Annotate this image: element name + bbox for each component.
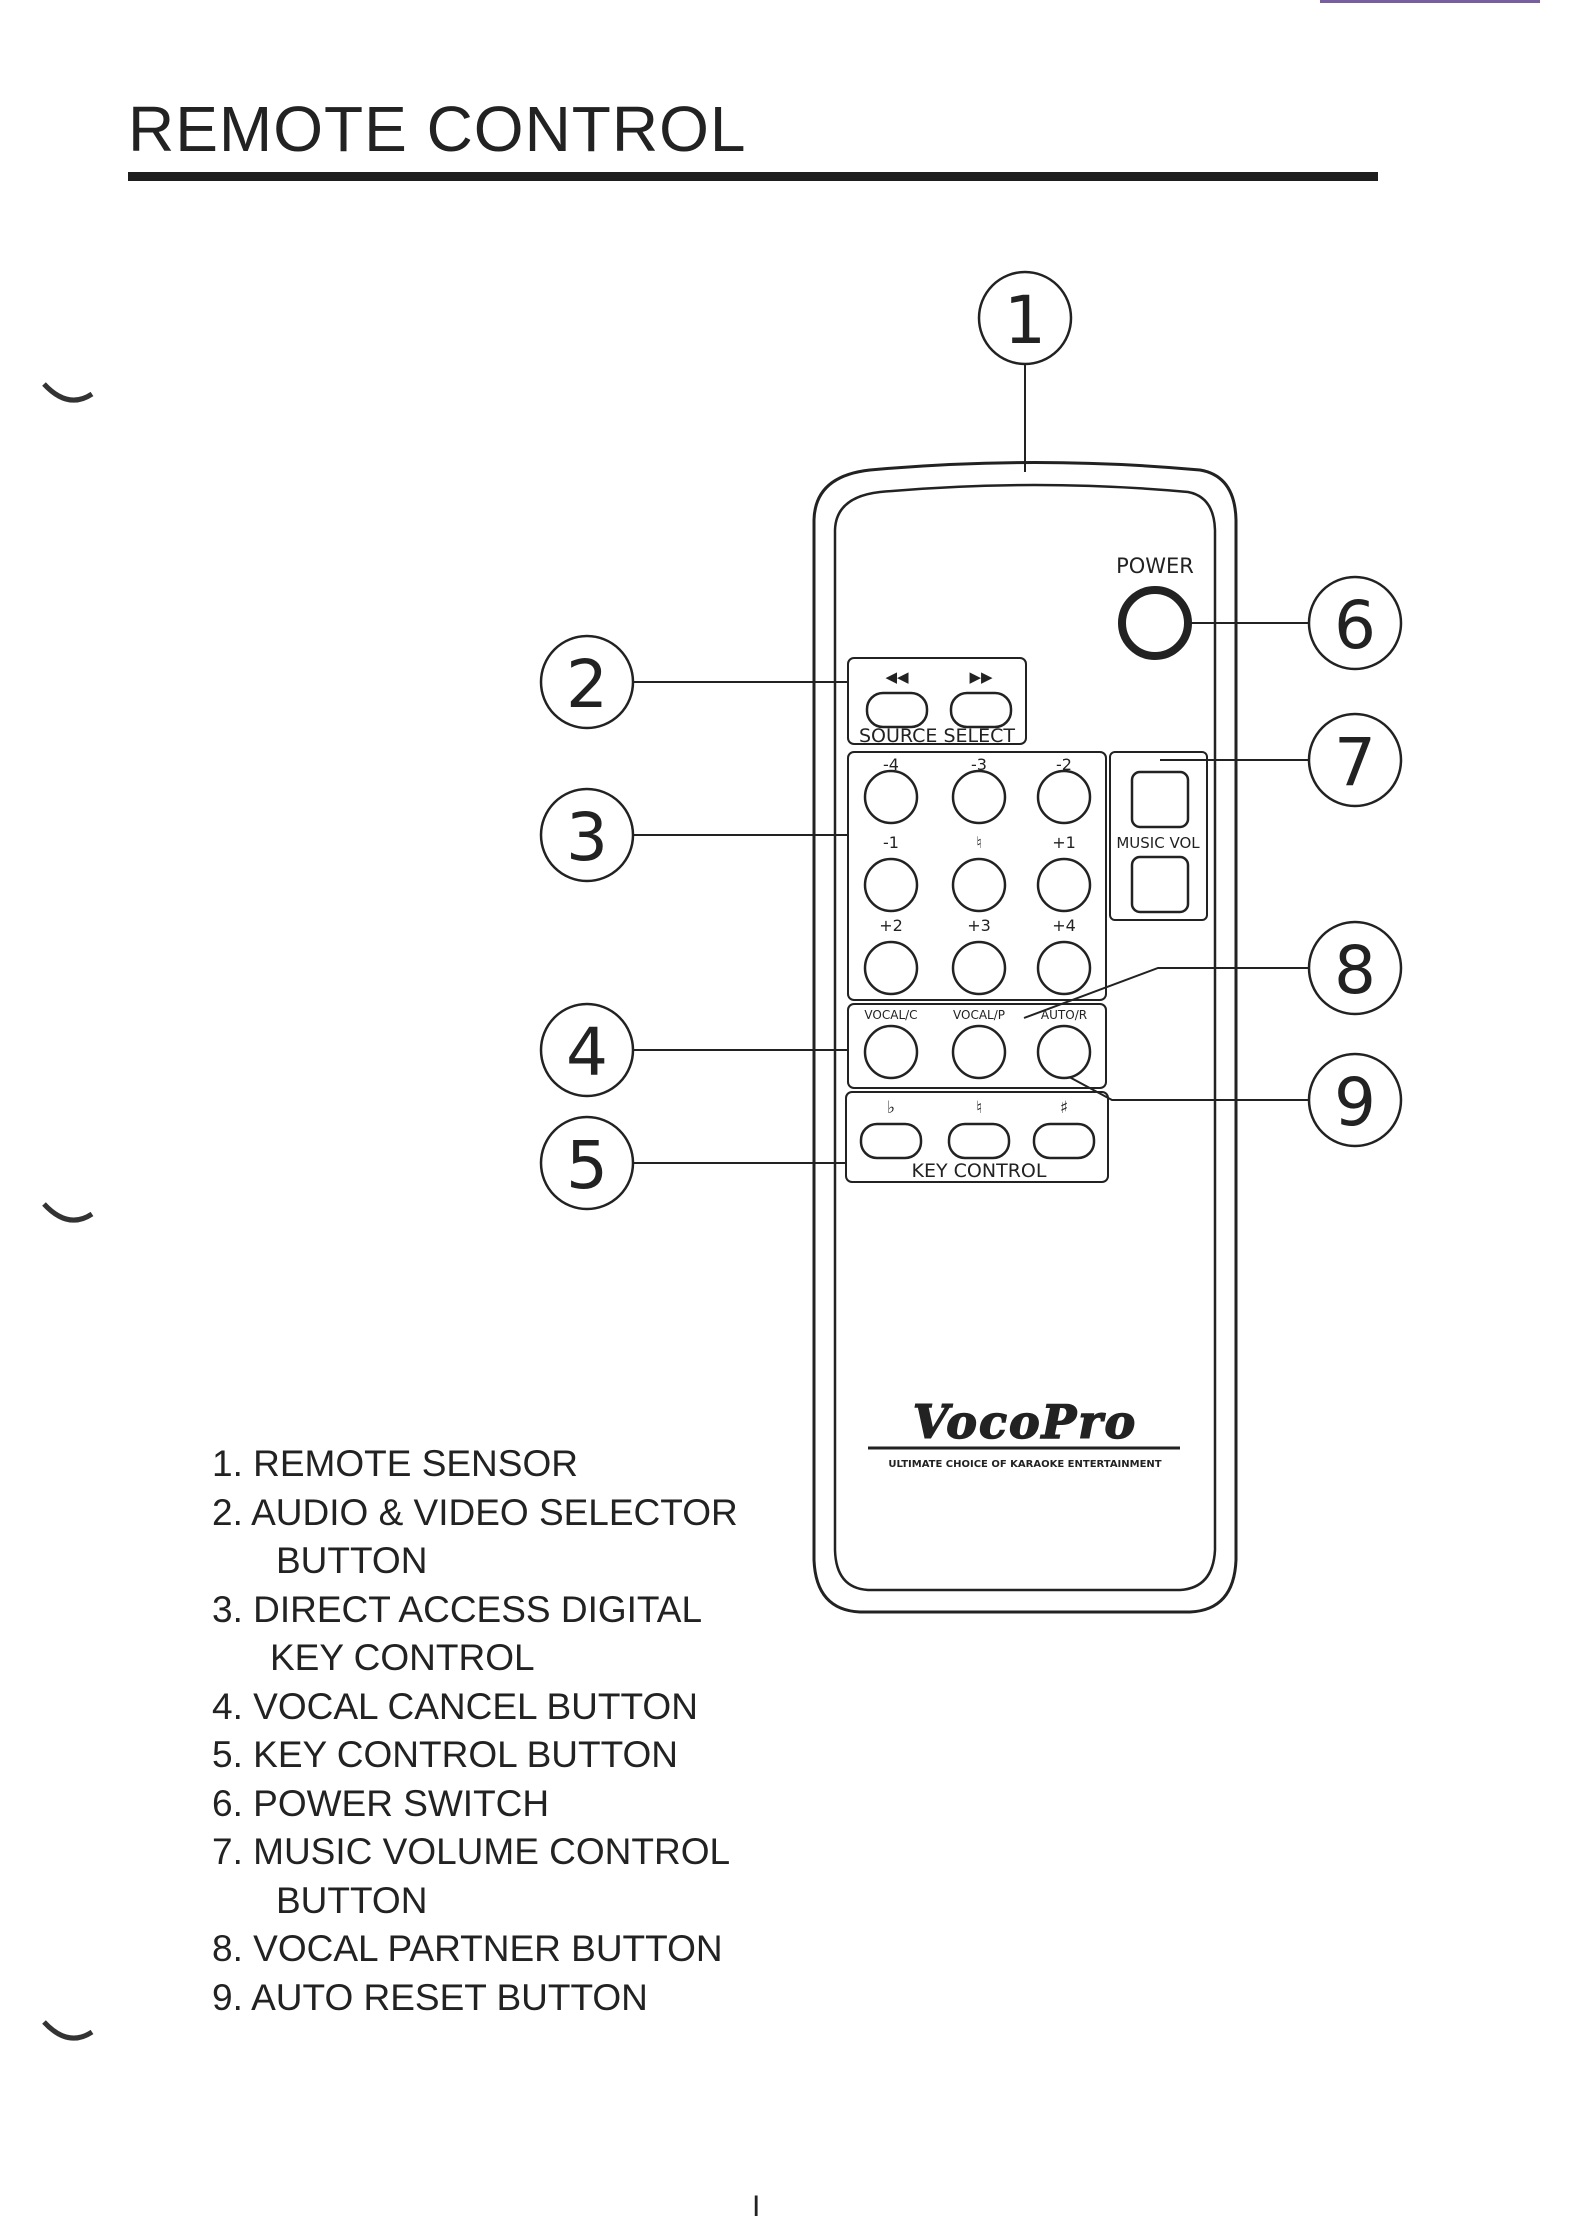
key-button-plus-3[interactable] <box>951 940 1007 996</box>
callout-number: 9 <box>1334 1064 1376 1141</box>
callout-number: 2 <box>566 646 608 723</box>
callout-number: 5 <box>566 1127 608 1204</box>
key-sharp-button[interactable] <box>1032 1122 1096 1160</box>
callout-1: 1 <box>977 270 1073 366</box>
natural-icon: ♮ <box>976 1098 982 1118</box>
page-title: REMOTE CONTROL <box>128 93 747 165</box>
callout-number: 7 <box>1334 724 1376 801</box>
callout-5: 5 <box>539 1115 635 1211</box>
key-control-group: ♭ ♮ ♯ KEY CONTROL <box>845 1091 1109 1183</box>
auto-reset-label: AUTO/R <box>1041 1008 1087 1022</box>
callout-3: 3 <box>539 787 635 883</box>
component-legend: 1. REMOTE SENSOR 2. AUDIO & VIDEO SELECT… <box>212 1440 738 2022</box>
callout-number: 6 <box>1334 587 1376 664</box>
callout-number: 4 <box>566 1014 608 1091</box>
music-volume-group: MUSIC VOL <box>1109 751 1208 921</box>
key-button-minus-1[interactable] <box>863 857 919 913</box>
music-vol-label: MUSIC VOL <box>1116 834 1200 852</box>
rewind-icon: ◀◀ <box>885 668 909 686</box>
source-select-label: SOURCE SELECT <box>859 725 1015 747</box>
legend-item: 7. MUSIC VOLUME CONTROL <box>212 1831 731 1872</box>
punch-mark-icon <box>42 2020 94 2041</box>
legend-item: 6. POWER SWITCH <box>212 1782 550 1824</box>
punch-mark-icon <box>42 1202 94 1223</box>
key-button-minus-3[interactable] <box>951 769 1007 825</box>
legend-item-continuation: KEY CONTROL <box>270 1637 535 1678</box>
key-button-minus-2[interactable] <box>1036 769 1092 825</box>
remote-body <box>812 461 1238 1614</box>
title-rule <box>128 172 1378 181</box>
vocal-cancel-button[interactable] <box>863 1024 919 1080</box>
key-label: +3 <box>967 916 991 935</box>
sharp-icon: ♯ <box>1060 1098 1068 1118</box>
vocal-cancel-label: VOCAL/C <box>864 1008 917 1022</box>
key-button-natural[interactable] <box>951 857 1007 913</box>
fast-forward-icon: ▶▶ <box>969 668 993 686</box>
callout-9: 9 <box>1307 1052 1403 1148</box>
legend-item: 1. REMOTE SENSOR <box>212 1443 578 1484</box>
legend-item-continuation: BUTTON <box>276 1879 428 1921</box>
key-label: -1 <box>883 833 899 852</box>
direct-key-grid: -4 -3 -2 -1 ♮ +1 +2 +3 +4 <box>847 751 1107 1001</box>
vocal-partner-button[interactable] <box>951 1024 1007 1080</box>
legend-item: 3. DIRECT ACCESS DIGITAL <box>212 1588 703 1630</box>
flat-icon: ♭ <box>887 1098 895 1118</box>
key-control-label: KEY CONTROL <box>912 1160 1047 1182</box>
key-flat-button[interactable] <box>859 1122 923 1160</box>
callout-7: 7 <box>1307 712 1403 808</box>
legend-item: 5. KEY CONTROL BUTTON <box>212 1734 679 1775</box>
key-label: -2 <box>1056 755 1072 774</box>
brand-tagline: ULTIMATE CHOICE OF KARAOKE ENTERTAINMENT <box>888 1459 1161 1470</box>
vocal-button-group: VOCAL/C VOCAL/P AUTO/R <box>847 1003 1107 1089</box>
music-volume-down-button[interactable] <box>1130 855 1190 914</box>
callout-number: 8 <box>1334 932 1376 1009</box>
punch-mark-icon <box>42 382 94 403</box>
brand-logo: VocoPro <box>913 1395 1137 1449</box>
top-corner-rule <box>1320 0 1540 3</box>
callout-number: 3 <box>566 799 608 876</box>
source-select-group: ◀◀ ▶▶ SOURCE SELECT <box>847 657 1027 747</box>
key-button-plus-1[interactable] <box>1036 857 1092 913</box>
page-number: I <box>752 2190 761 2223</box>
key-label: -4 <box>883 755 899 774</box>
vocal-partner-label: VOCAL/P <box>953 1008 1005 1022</box>
callout-6: 6 <box>1307 575 1403 671</box>
legend-item: 8. VOCAL PARTNER BUTTON <box>212 1928 723 1969</box>
legend-item: 9. AUTO RESET BUTTON <box>212 1976 648 2018</box>
key-button-plus-4[interactable] <box>1036 940 1092 996</box>
callout-number: 1 <box>1004 282 1046 359</box>
legend-item: 4. VOCAL CANCEL BUTTON <box>212 1685 698 1727</box>
music-volume-up-button[interactable] <box>1130 770 1190 829</box>
key-label: +1 <box>1052 833 1076 852</box>
callout-circles: 1 2 3 4 5 6 7 8 9 <box>539 270 1403 1211</box>
power-label: POWER <box>1116 554 1194 578</box>
key-natural-button[interactable] <box>947 1122 1011 1160</box>
key-label: +4 <box>1052 916 1076 935</box>
source-select-prev-button[interactable] <box>865 691 929 729</box>
callout-8: 8 <box>1307 920 1403 1016</box>
source-select-next-button[interactable] <box>949 691 1013 729</box>
auto-reset-button[interactable] <box>1036 1024 1092 1080</box>
callout-2: 2 <box>539 634 635 730</box>
key-button-plus-2[interactable] <box>863 940 919 996</box>
key-label: -3 <box>971 755 987 774</box>
power-button[interactable] <box>1118 586 1192 660</box>
key-label: +2 <box>879 916 903 935</box>
legend-item: 2. AUDIO & VIDEO SELECTOR <box>212 1491 738 1533</box>
key-label: ♮ <box>976 833 982 852</box>
key-button-minus-4[interactable] <box>863 769 919 825</box>
callout-4: 4 <box>539 1002 635 1098</box>
legend-item-continuation: BUTTON <box>276 1540 428 1581</box>
